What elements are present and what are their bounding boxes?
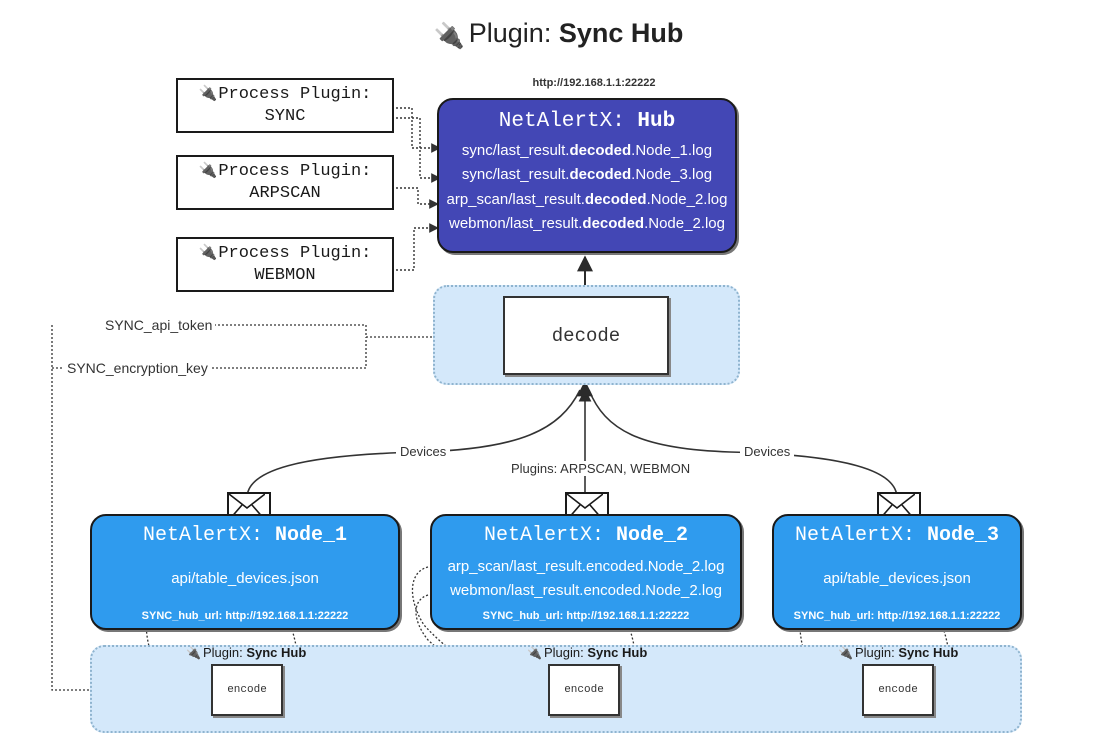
node-1-title: NetAlertX: Node_1 — [142, 524, 348, 547]
hub-url-label: http://192.168.1.1:22222 — [532, 77, 656, 89]
node-1-line-1: api/table_devices.json — [171, 569, 319, 587]
node-2-title: NetAlertX: Node_2 — [483, 524, 689, 547]
encode-caption-2: 🔌Plugin: Sync Hub — [527, 645, 648, 660]
sync-encryption-key-label: SYNC_encryption_key — [64, 360, 211, 376]
page-title: 🔌Plugin: Sync Hub — [0, 18, 1117, 51]
process-plugin-sync-box[interactable]: 🔌Process Plugin: SYNC — [176, 78, 394, 133]
process-plugin-sync-line1: 🔌Process Plugin: — [198, 85, 372, 105]
node-3-line-1: api/table_devices.json — [823, 569, 971, 587]
node-1-hub-url: SYNC_hub_url: http://192.168.1.1:22222 — [141, 610, 349, 622]
node-2-lines: arp_scan/last_result.encoded.Node_2.log … — [432, 547, 740, 610]
encode-caption-1: 🔌Plugin: Sync Hub — [186, 645, 307, 660]
electric-plug-icon: 🔌 — [198, 163, 218, 181]
electric-plug-icon: 🔌 — [198, 86, 218, 104]
node-2-line-1: arp_scan/last_result.encoded.Node_2.log — [447, 557, 725, 575]
hub-title: NetAlertX: Hub — [498, 110, 676, 133]
edge-label-devices-right: Devices — [740, 444, 795, 459]
edge-keys-to-plugin-band — [51, 325, 144, 695]
edge-arpscan-plugin-to-hub-log3 — [396, 187, 439, 209]
process-plugin-sync-line2: SYNC — [264, 106, 306, 126]
hub-box[interactable]: NetAlertX: Hub sync/last_result.decoded.… — [437, 98, 737, 253]
node-1-box[interactable]: NetAlertX: Node_1 api/table_devices.json… — [90, 514, 400, 630]
edge-label-plugins-mid: Plugins: ARPSCAN, WEBMON — [507, 461, 695, 476]
encode-caption-3: 🔌Plugin: Sync Hub — [838, 645, 959, 660]
node-3-hub-url: SYNC_hub_url: http://192.168.1.1:22222 — [793, 610, 1001, 622]
node-3-title: NetAlertX: Node_3 — [794, 524, 1000, 547]
process-plugin-webmon-line1: 🔌Process Plugin: — [198, 244, 372, 264]
electric-plug-icon: 🔌 — [838, 646, 853, 660]
hub-log-2: sync/last_result.decoded.Node_3.log — [461, 166, 713, 184]
process-plugin-webmon-box[interactable]: 🔌Process Plugin: WEBMON — [176, 237, 394, 292]
node-2-box[interactable]: NetAlertX: Node_2 arp_scan/last_result.e… — [430, 514, 742, 630]
electric-plug-icon: 🔌 — [186, 646, 201, 660]
node-2-line-2: webmon/last_result.encoded.Node_2.log — [450, 581, 722, 599]
node-1-lines: api/table_devices.json — [92, 547, 398, 610]
edge-sync-plugin-to-hub-log1 — [396, 107, 441, 153]
edge-sync-plugin-to-hub-log2 — [396, 117, 441, 183]
process-plugin-arpscan-line2: ARPSCAN — [249, 183, 321, 203]
node-3-lines: api/table_devices.json — [774, 547, 1020, 610]
edge-webmon-plugin-to-hub-log4 — [396, 223, 439, 271]
encode-box-2[interactable]: encode — [548, 664, 620, 716]
hub-log-1: sync/last_result.decoded.Node_1.log — [461, 142, 713, 159]
process-plugin-webmon-line2: WEBMON — [254, 265, 316, 285]
page-title-name: Sync Hub — [558, 18, 684, 48]
encode-box-1[interactable]: encode — [211, 664, 283, 716]
node-2-hub-url: SYNC_hub_url: http://192.168.1.1:22222 — [482, 610, 690, 622]
hub-log-4: webmon/last_result.decoded.Node_2.log — [449, 214, 725, 232]
node-3-box[interactable]: NetAlertX: Node_3 api/table_devices.json… — [772, 514, 1022, 630]
process-plugin-arpscan-line1: 🔌Process Plugin: — [198, 162, 372, 182]
edge-label-devices-left: Devices — [396, 444, 451, 459]
electric-plug-icon: 🔌 — [433, 22, 465, 50]
electric-plug-icon: 🔌 — [198, 245, 218, 263]
decode-box[interactable]: decode — [503, 296, 669, 375]
electric-plug-icon: 🔌 — [527, 646, 542, 660]
encode-box-3[interactable]: encode — [862, 664, 934, 716]
hub-log-3: arp_scan/last_result.decoded.Node_2.log — [446, 190, 728, 208]
process-plugin-arpscan-box[interactable]: 🔌Process Plugin: ARPSCAN — [176, 155, 394, 210]
page-title-prefix: Plugin: — [468, 18, 559, 48]
sync-api-token-label: SYNC_api_token — [102, 317, 216, 333]
